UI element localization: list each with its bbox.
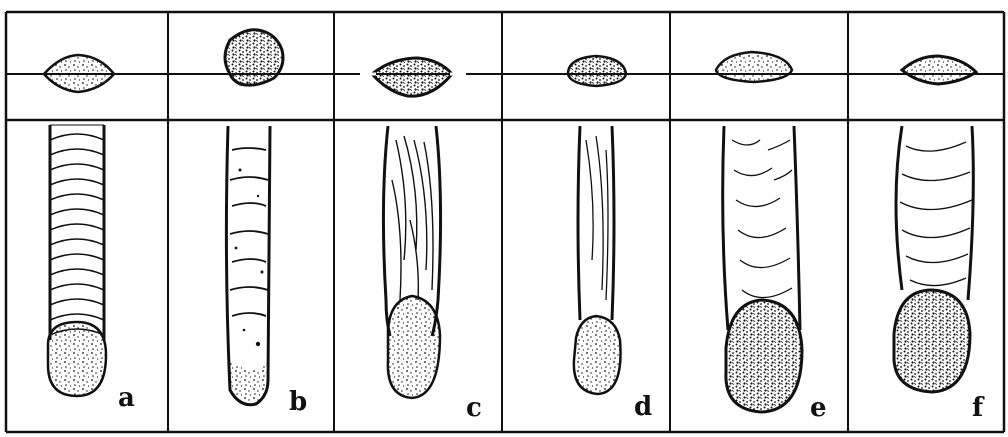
panel-label-b: b: [289, 387, 307, 417]
bead-b: [226, 126, 270, 405]
panel-f: f: [894, 56, 985, 423]
panel-label-f: f: [972, 393, 985, 423]
panel-label-c: c: [466, 393, 482, 423]
bead-c: [383, 126, 440, 398]
crater-d: [574, 316, 621, 394]
bead-f: [894, 126, 973, 392]
cross-section-f: [902, 56, 976, 84]
crater-a: [48, 322, 106, 396]
panel-b: b: [225, 30, 307, 417]
cross-section-e: [716, 52, 792, 82]
crater-f: [894, 290, 970, 392]
panel-c: c: [360, 58, 482, 423]
cross-section-a: [44, 55, 114, 92]
cross-section-d: [568, 56, 626, 86]
panel-e: e: [716, 52, 827, 423]
panel-a: a: [44, 55, 135, 413]
cross-section-b: [225, 30, 283, 85]
panel-label-a: a: [118, 383, 135, 413]
bead-d: [574, 126, 621, 394]
panel-label-e: e: [810, 393, 827, 423]
crater-c: [388, 296, 440, 398]
panel-label-d: d: [634, 392, 652, 422]
bead-a: [48, 125, 106, 396]
cross-section-c: [372, 58, 452, 96]
crater-e: [726, 300, 802, 412]
panel-d: d: [568, 56, 652, 422]
bead-e: [723, 126, 802, 412]
